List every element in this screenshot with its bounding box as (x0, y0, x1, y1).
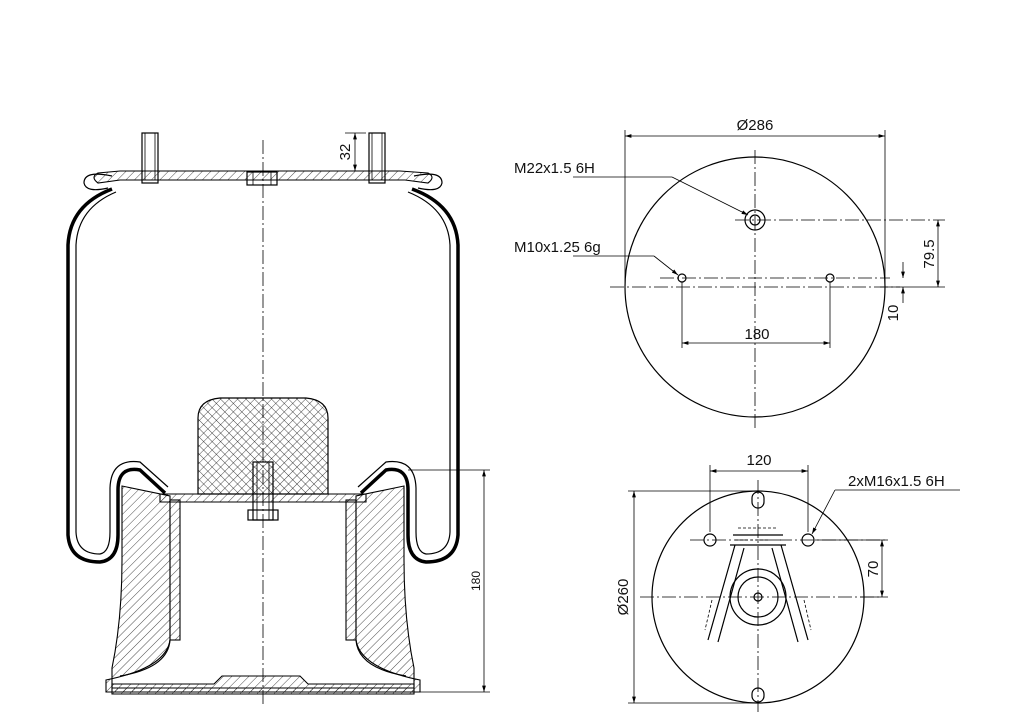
piston-inner-right (345, 499, 357, 641)
side-section-view: 32 180 (66, 132, 490, 705)
stud-height-label: 32 (337, 144, 354, 161)
rib-right (771, 544, 809, 643)
stud-left (141, 132, 159, 184)
piston-inner-left (169, 499, 181, 641)
top-view: Ø286 M22x1.5 6H M10x1.25 6g 79.5 10 180 (514, 117, 945, 430)
bottom-diameter-label: Ø260 (615, 579, 632, 616)
center-offset-label: 79.5 (921, 239, 938, 268)
bottom-view: 120 2xM16x1.5 6H 70 Ø260 (615, 452, 960, 712)
stud-spacing-label: 180 (744, 326, 769, 343)
rib-left (707, 544, 745, 643)
top-plate-rim-right (413, 173, 443, 191)
bolt-spacing-label: 120 (746, 452, 771, 469)
side-offset-label: 10 (885, 305, 902, 322)
bolt-thread-label: 2xM16x1.5 6H (848, 473, 945, 490)
piston-height-label: 180 (469, 571, 483, 591)
bump-stop (197, 397, 329, 495)
bolt-offset-label: 70 (865, 561, 882, 578)
side-stud-thread-label: M10x1.25 6g (514, 239, 601, 256)
center-port-thread-label: M22x1.5 6H (514, 160, 595, 177)
stud-right (368, 132, 386, 184)
bellow-outline (66, 187, 167, 564)
top-plate (93, 170, 433, 184)
top-diameter-label: Ø286 (737, 117, 774, 134)
top-center-nut (246, 171, 278, 186)
top-plate-rim-left (83, 173, 113, 191)
